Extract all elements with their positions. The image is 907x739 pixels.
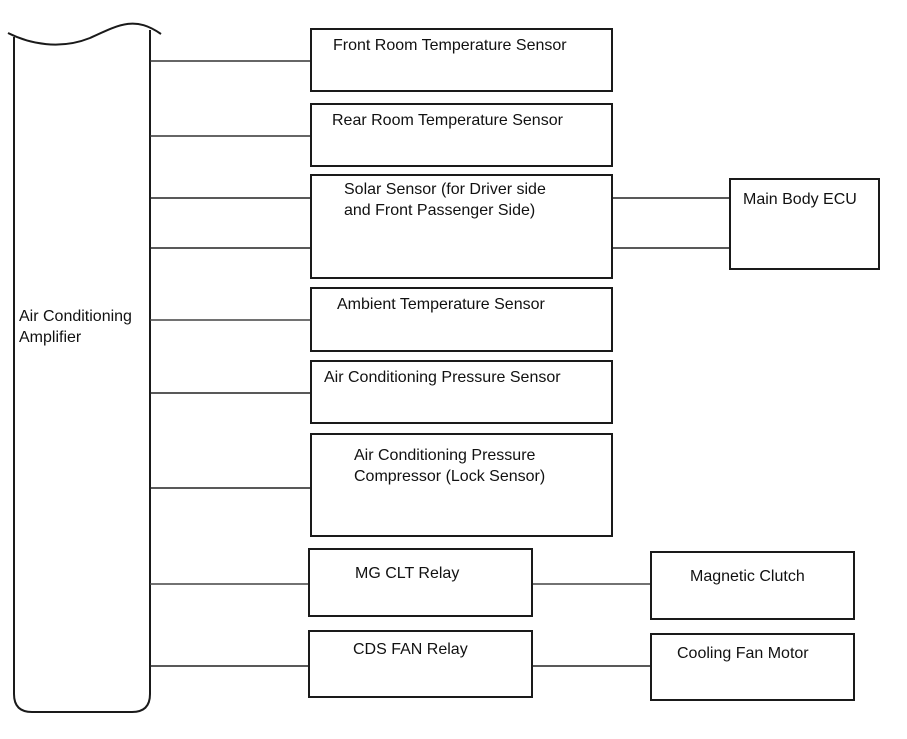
cooling-fan-motor: Cooling Fan Motor: [650, 633, 855, 701]
front-room-temperature-sensor-label: Front Room Temperature Sensor: [333, 37, 567, 54]
front-room-temperature-sensor: Front Room Temperature Sensor: [310, 28, 613, 92]
main-body-ecu: Main Body ECU: [729, 178, 880, 270]
rear-room-temperature-sensor-label: Rear Room Temperature Sensor: [332, 112, 563, 129]
ambient-temperature-sensor: Ambient Temperature Sensor: [310, 287, 613, 352]
mg-clt-relay-label: MG CLT Relay: [355, 565, 460, 582]
ambient-temperature-sensor-label: Ambient Temperature Sensor: [337, 296, 545, 313]
ac-pressure-compressor: Air Conditioning Pressure Compressor (Lo…: [310, 433, 613, 537]
magnetic-clutch-label: Magnetic Clutch: [690, 568, 805, 585]
amplifier-break-line: [7, 22, 162, 46]
solar-sensor-label: Solar Sensor (for Driver side and Front …: [344, 181, 546, 219]
ac-pressure-compressor-label: Air Conditioning Pressure Compressor (Lo…: [354, 447, 546, 485]
ac-pressure-sensor: Air Conditioning Pressure Sensor: [310, 360, 613, 424]
cds-fan-relay: CDS FAN Relay: [308, 630, 533, 698]
cds-fan-relay-label: CDS FAN Relay: [353, 641, 468, 658]
rear-room-temperature-sensor: Rear Room Temperature Sensor: [310, 103, 613, 167]
cooling-fan-motor-label: Cooling Fan Motor: [677, 645, 809, 662]
magnetic-clutch: Magnetic Clutch: [650, 551, 855, 620]
amplifier-label: Air Conditioning Amplifier: [19, 308, 132, 346]
solar-sensor: Solar Sensor (for Driver side and Front …: [310, 174, 613, 279]
amplifier-outline: [13, 30, 151, 713]
main-body-ecu-label: Main Body ECU: [743, 191, 857, 208]
mg-clt-relay: MG CLT Relay: [308, 548, 533, 617]
ac-pressure-sensor-label: Air Conditioning Pressure Sensor: [324, 369, 561, 386]
